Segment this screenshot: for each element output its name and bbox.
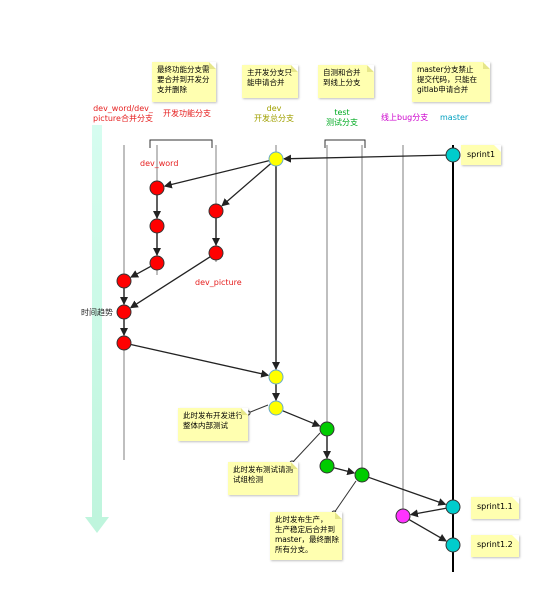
tag-sprint1-1: sprint1.1: [471, 497, 519, 519]
header-dev-branch: dev 开发总分支: [254, 104, 294, 123]
commit-node-m1: [116, 273, 132, 289]
label-dev-word: dev_word: [140, 159, 179, 168]
edge-m3-dev2: [130, 343, 270, 378]
commit-node-master1: [445, 147, 461, 163]
note-dev-release: 此时发布开发进行 整体内部测试: [178, 408, 248, 441]
edge-master2-bug1: [409, 507, 447, 518]
note-prod-release: 此时发布生产， 生产稳定后合并到 master，最终删除 所有分支。: [270, 512, 342, 560]
edge-t2-t3: [333, 467, 356, 476]
pointer-prod-release: [333, 480, 357, 514]
commit-node-master3: [445, 537, 461, 553]
edge-bug1-master3: [408, 518, 447, 542]
note-test: 自测和合并 到线上分支: [318, 65, 374, 98]
edge-master1-dev1: [282, 154, 447, 163]
note-dev: 主开发分支只 能申请合并: [242, 65, 298, 98]
edge-p2-m2: [129, 256, 211, 309]
commit-node-dev1: [268, 151, 284, 167]
timeline-label: 时间趋势: [81, 308, 113, 317]
bracket-feature: [149, 139, 213, 148]
edge-dev1-p1: [221, 163, 272, 207]
note-feature: 最终功能分支需 要合并到开发分 支并删除: [152, 62, 216, 102]
bracket-test: [324, 139, 366, 148]
timeline-arrow: [85, 125, 109, 533]
commit-nodes: [116, 147, 461, 553]
commit-node-dev3: [268, 400, 284, 416]
edges: [120, 154, 447, 542]
commit-node-t3: [354, 467, 370, 483]
tag-sprint1: sprint1: [461, 145, 501, 165]
commit-node-p2: [208, 245, 224, 261]
commit-node-bug1: [395, 508, 411, 524]
commit-node-m3: [116, 335, 132, 351]
header-bug-branch: 线上bug分支: [381, 113, 429, 122]
pointer-dev-release: [247, 404, 269, 414]
edge-dev3-t1: [282, 410, 321, 427]
commit-node-master2: [445, 499, 461, 515]
edge-w3-m1: [130, 265, 152, 278]
commit-node-w1: [149, 180, 165, 196]
commit-node-p1: [208, 203, 224, 219]
tag-sprint1-2: sprint1.2: [471, 535, 519, 557]
note-pointers: [245, 404, 357, 516]
commit-node-w2: [149, 218, 165, 234]
header-test-branch: test 测试分支: [326, 108, 358, 127]
commit-node-w3: [149, 255, 165, 271]
note-test-release: 此时发布测试请测 试组检测: [228, 462, 298, 495]
commit-node-m2: [116, 304, 132, 320]
label-dev-picture: dev_picture: [195, 278, 242, 287]
commit-node-t1: [319, 421, 335, 437]
edge-dev1-w1: [163, 160, 270, 189]
pointer-test-release: [291, 432, 321, 464]
header-feature-branch: 开发功能分支: [163, 109, 211, 118]
edge-t3-master2: [368, 476, 447, 506]
commit-node-t2: [319, 458, 335, 474]
commit-node-dev2: [268, 369, 284, 385]
note-master: master分支禁止 提交代码，只能在 gitlab申请合并: [412, 62, 490, 102]
header-master-branch: master: [440, 113, 469, 122]
header-merge-branch: dev_word/dev_ picture合并分支: [93, 104, 153, 123]
